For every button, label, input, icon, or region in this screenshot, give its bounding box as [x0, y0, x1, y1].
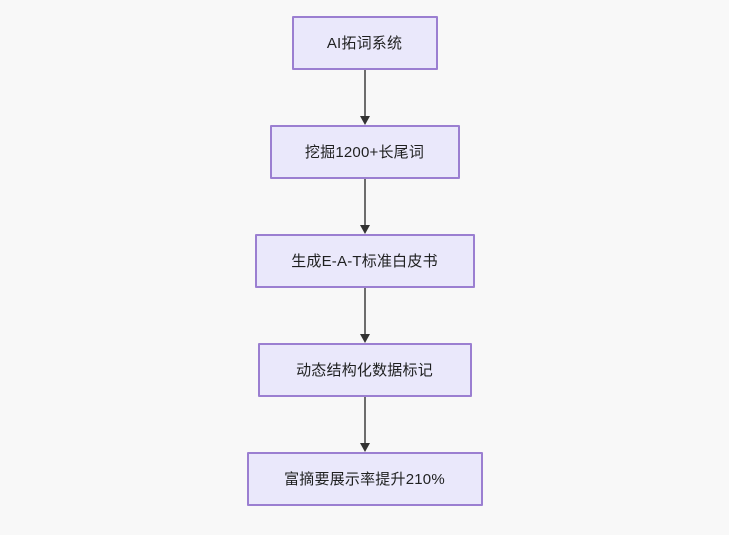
flow-edge-n3-n4 [358, 288, 372, 343]
flow-node-label: 生成E-A-T标准白皮书 [291, 252, 438, 270]
edge-line [363, 179, 366, 226]
edge-line [363, 397, 366, 444]
edge-line [363, 288, 366, 335]
flow-node-label: 挖掘1200+长尾词 [304, 143, 425, 161]
flow-node-dynamic-structured-data-markup[interactable]: 动态结构化数据标记 [257, 343, 472, 397]
flow-node-generate-eat-whitepaper[interactable]: 生成E-A-T标准白皮书 [254, 234, 475, 288]
flow-edge-n2-n3 [358, 179, 372, 234]
arrow-down-icon [359, 443, 370, 452]
flow-node-label: 动态结构化数据标记 [296, 361, 433, 379]
arrow-down-icon [359, 225, 370, 234]
flow-node-label: AI拓词系统 [326, 34, 403, 52]
arrow-down-icon [359, 116, 370, 125]
flow-node-rich-snippet-impression-lift[interactable]: 富摘要展示率提升210% [246, 452, 483, 506]
flow-node-mine-longtail-keywords[interactable]: 挖掘1200+长尾词 [269, 125, 460, 179]
edge-line [363, 70, 366, 117]
flow-edge-n1-n2 [358, 70, 372, 125]
arrow-down-icon [359, 334, 370, 343]
flow-node-ai-keyword-system[interactable]: AI拓词系统 [291, 16, 438, 70]
flow-edge-n4-n5 [358, 397, 372, 452]
flow-node-label: 富摘要展示率提升210% [284, 470, 445, 488]
